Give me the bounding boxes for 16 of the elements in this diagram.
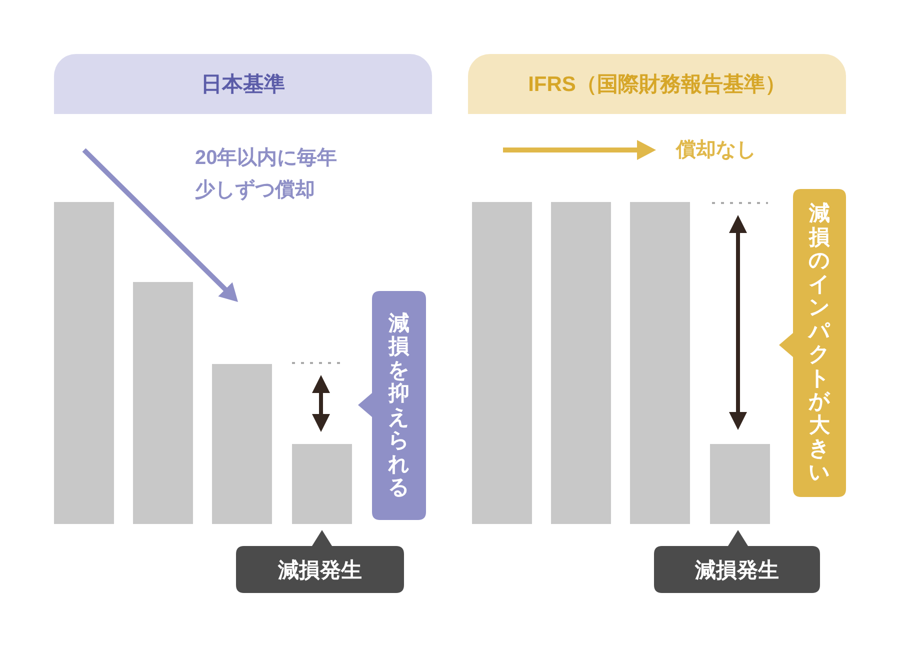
bar — [133, 282, 193, 524]
bar — [292, 444, 352, 524]
bar — [212, 364, 272, 524]
bar — [472, 202, 532, 524]
speech-bubble: 減損発生 — [236, 530, 404, 593]
header-band: IFRS（国際財務報告基準） — [468, 54, 846, 114]
bar — [630, 202, 690, 524]
annotation-text: 20年以内に毎年少しずつ償却 — [195, 146, 338, 203]
speech-bubble: 減損を抑えられる — [358, 291, 426, 520]
speech-bubble: 減損発生 — [654, 530, 820, 593]
annotation-text: 償却なし — [676, 138, 756, 163]
bar — [551, 202, 611, 524]
speech-bubble: 減損のインパクトが大きい — [779, 189, 846, 497]
bar — [54, 202, 114, 524]
bar — [710, 444, 770, 524]
header-band: 日本基準 — [54, 54, 432, 114]
